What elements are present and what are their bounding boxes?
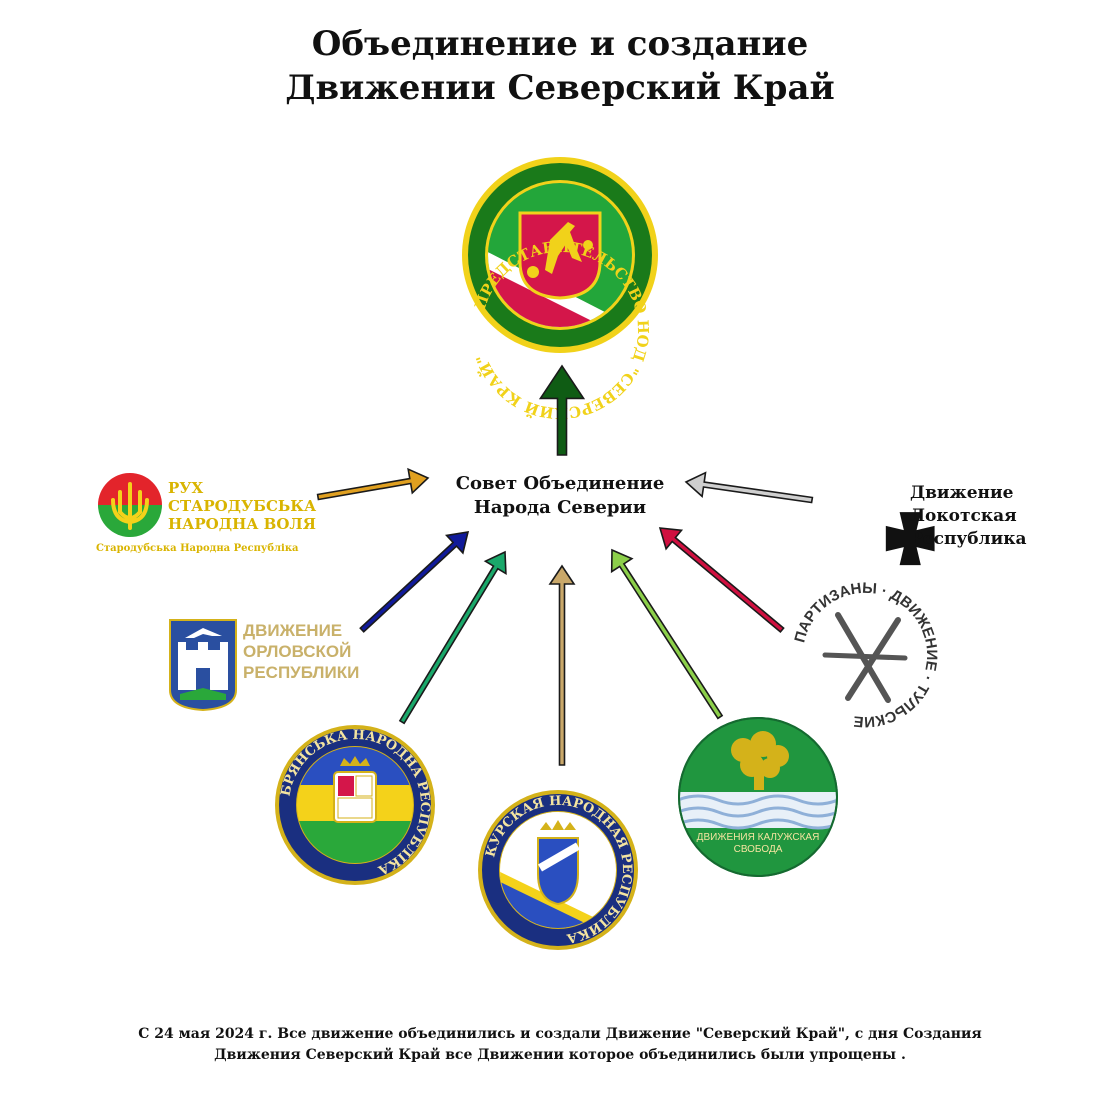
lokot-line-1: Движение — [910, 483, 1014, 503]
oak-tree-icon — [731, 731, 789, 790]
arrow-ruh — [316, 467, 430, 501]
arrow-lokot — [684, 471, 814, 504]
ruh-line-3: НАРОДНА ВОЛЯ — [168, 515, 316, 533]
title-line-2: Движении Северский Край — [285, 68, 835, 108]
kaluga-line-1: ДВИЖЕНИЯ КАЛУЖСКАЯ — [696, 832, 820, 843]
ruh-line-2: СТАРОДУБСЬКА — [168, 497, 317, 515]
lokot-line-2: Локотская — [910, 506, 1017, 526]
kaluga-line-2: СВОБОДА — [733, 844, 783, 855]
arrows — [316, 364, 814, 766]
arrow-tula — [658, 527, 785, 634]
footer-note: С 24 мая 2024 г. Все движение объединили… — [0, 1024, 1120, 1066]
arrow-bryansk — [398, 550, 507, 725]
footer-line-2: Движения Северский Край все Движении кот… — [214, 1047, 906, 1063]
orel-line-1: ДВИЖЕНИЕ — [243, 621, 343, 640]
severskiy-krai-emblem: ПРЕДСТАВИТЕЛЬСТВО НОД "СЕВЕРСКИЙ КРАЙ" — [462, 157, 658, 422]
ruh-subtitle: Стародубська Народна Республіка — [96, 543, 299, 554]
kaluga-label: ДВИЖЕНИЯ КАЛУЖСКАЯ СВОБОДА — [678, 832, 838, 856]
arrow-top — [538, 364, 586, 456]
center-line-1: Совет Объединение — [455, 473, 665, 494]
orel-line-3: РЕСПУБЛИКИ — [243, 663, 360, 682]
bryansk-emblem: БРЯНСЬКА НАРОДНА РЕСПУБЛІКА — [275, 725, 435, 885]
center-line-2: Народа Северии — [473, 497, 647, 518]
ruh-line-1: РУХ — [168, 479, 204, 497]
arrow-kaluga — [610, 548, 724, 720]
arrow-orel — [359, 531, 470, 633]
footer-line-1: С 24 мая 2024 г. Все движение объединили… — [138, 1026, 982, 1042]
lokot-label: Движение Локотская Республика — [910, 482, 1027, 551]
orel-label: ДВИЖЕНИЕ ОРЛОВСКОЙ РЕСПУБЛИКИ — [243, 620, 359, 683]
crossed-stakes-icon — [822, 612, 908, 703]
orel-line-2: ОРЛОВСКОЙ — [243, 642, 352, 661]
lokot-cross-icon — [885, 512, 935, 566]
emblem-shield — [518, 211, 602, 300]
tula-partisans-logo: ПАРТИЗАНЫ · ДВИЖЕНИЕ · ТУЛЬСКИЕ — [791, 580, 940, 731]
ruh-starodubska-logo — [98, 473, 162, 537]
kaluga-emblem — [678, 717, 838, 877]
ruh-label: РУХ СТАРОДУБСЬКА НАРОДНА ВОЛЯ — [168, 479, 316, 533]
title-line-1: Объединение и создание — [311, 24, 809, 64]
orel-shield-logo — [169, 619, 237, 712]
center-council-label: Совет Объединение Народа Северии — [440, 472, 680, 520]
page-title: Объединение и создание Движении Северски… — [0, 22, 1120, 110]
kursk-emblem: КУРСКАЯ НАРОДНАЯ РЕСПУБЛИКА — [478, 790, 638, 950]
arrow-kursk — [548, 564, 576, 766]
lokot-line-3: Республика — [910, 529, 1027, 549]
